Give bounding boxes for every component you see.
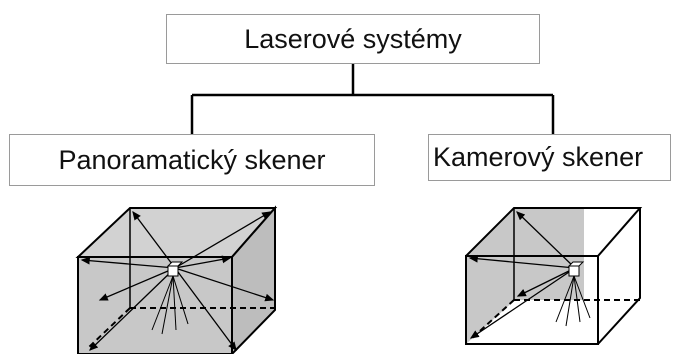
child-node-camera-label: Kamerový skener [433, 142, 644, 172]
child-node-panoramic-label: Panoramatický skener [58, 144, 326, 175]
root-node-label: Laserové systémy [244, 23, 462, 54]
camera-cube-shaded-area [466, 208, 584, 344]
panoramic-cube-side [231, 205, 276, 354]
panoramic-scanner-illustration [75, 205, 278, 354]
camera-scanner-illustration [465, 207, 643, 345]
root-node-box: Laserové systémy [166, 14, 540, 64]
child-node-camera-box: Kamerový skener [428, 134, 671, 181]
child-node-panoramic-box: Panoramatický skener [9, 134, 375, 186]
